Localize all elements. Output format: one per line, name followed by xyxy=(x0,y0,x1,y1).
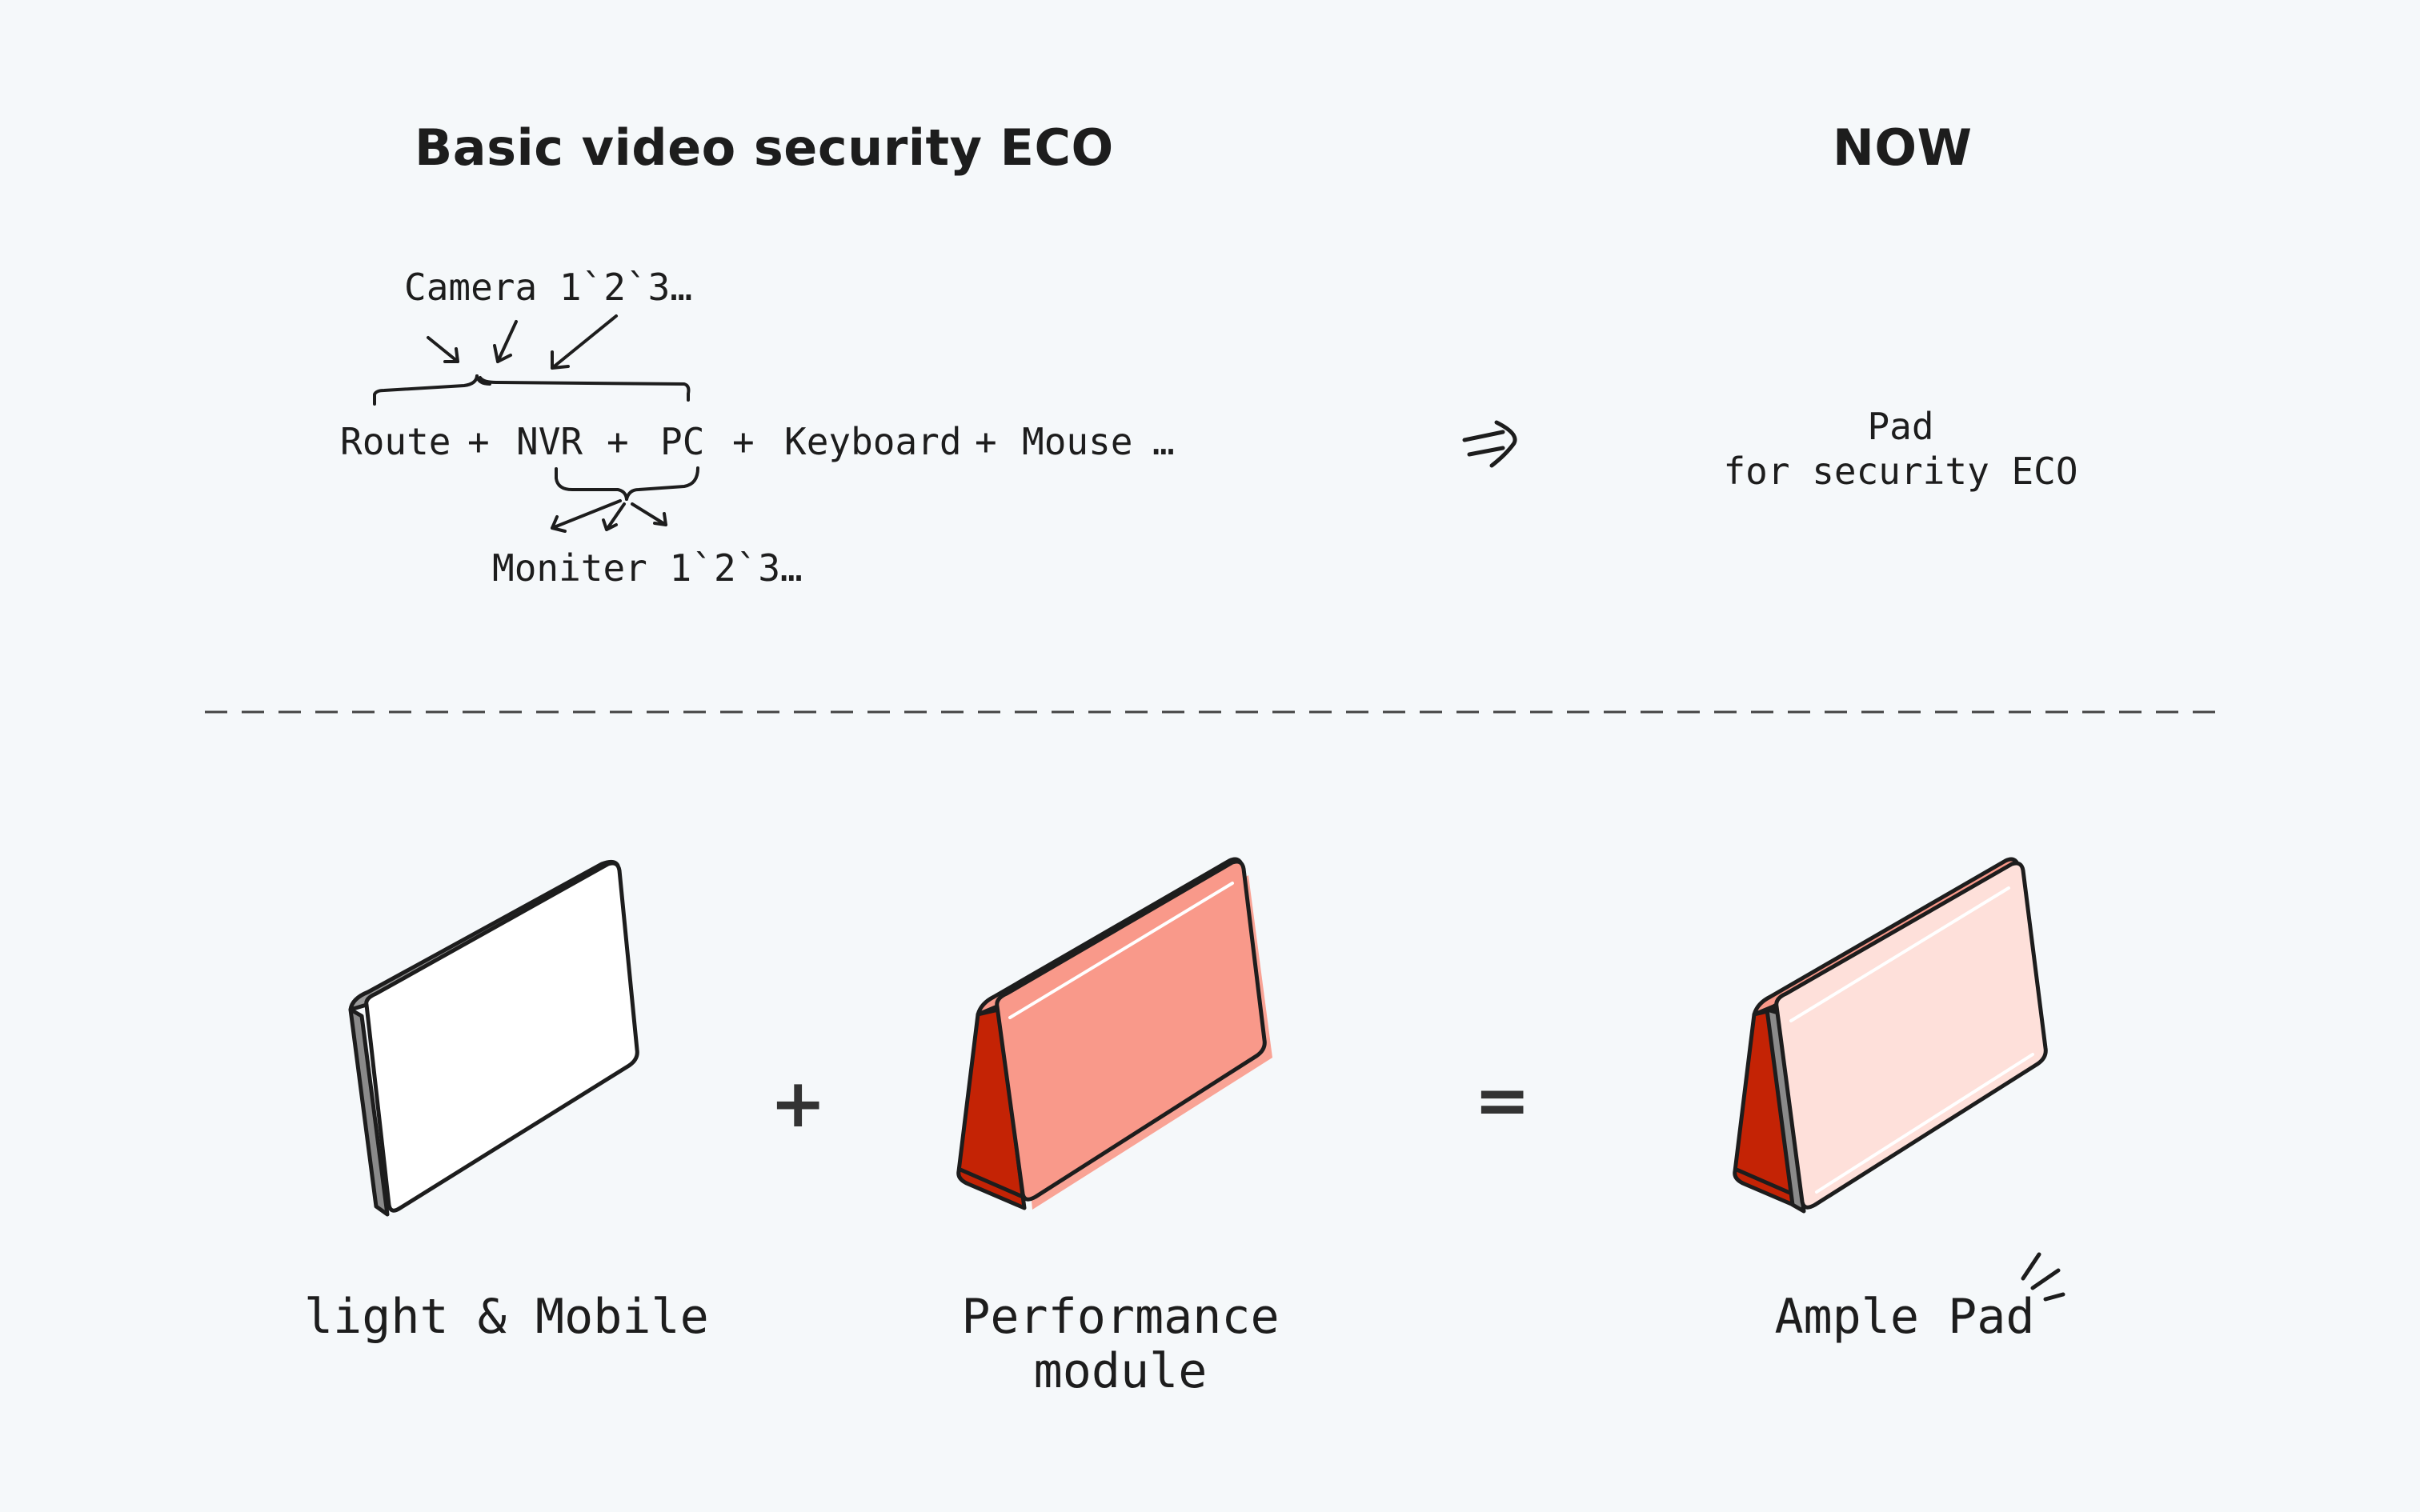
chain-nvr: NVR xyxy=(516,420,583,463)
chain-ellipsis: … xyxy=(1152,420,1175,463)
chain-plus-4: + xyxy=(975,420,997,463)
pad-label: Pad for security ECO xyxy=(1705,404,2097,494)
equals-operator: = xyxy=(1474,1061,1531,1139)
chain-plus-1: + xyxy=(467,420,490,463)
performance-caption-line1: Performance xyxy=(961,1289,1280,1345)
chain-route: Route xyxy=(340,420,451,463)
performance-caption-line2: module xyxy=(1033,1343,1208,1399)
chain-mouse: Mouse xyxy=(1022,420,1133,463)
camera-label: Camera 1`2`3… xyxy=(404,266,693,309)
chain-pc: PC xyxy=(660,420,705,463)
chain-keyboard: Keyboard xyxy=(784,420,962,463)
pad-label-line2: for security ECO xyxy=(1723,450,2078,493)
light-mobile-caption: light & Mobile xyxy=(304,1289,709,1345)
ample-pad-caption: Ample Pad xyxy=(1774,1289,2035,1345)
pad-label-line1: Pad xyxy=(1867,405,1934,448)
heading-now: NOW xyxy=(1833,118,1973,177)
chain-plus-3: + xyxy=(732,420,755,463)
sparkle-icon xyxy=(2021,1252,2065,1302)
implies-arrow-icon xyxy=(1462,420,1517,468)
plus-operator: + xyxy=(770,1064,827,1142)
chain-plus-2: + xyxy=(607,420,629,463)
heading-basic-eco: Basic video security ECO xyxy=(415,118,1114,177)
monitor-label: Moniter 1`2`3… xyxy=(492,546,803,590)
performance-caption: Performance module xyxy=(928,1290,1312,1398)
